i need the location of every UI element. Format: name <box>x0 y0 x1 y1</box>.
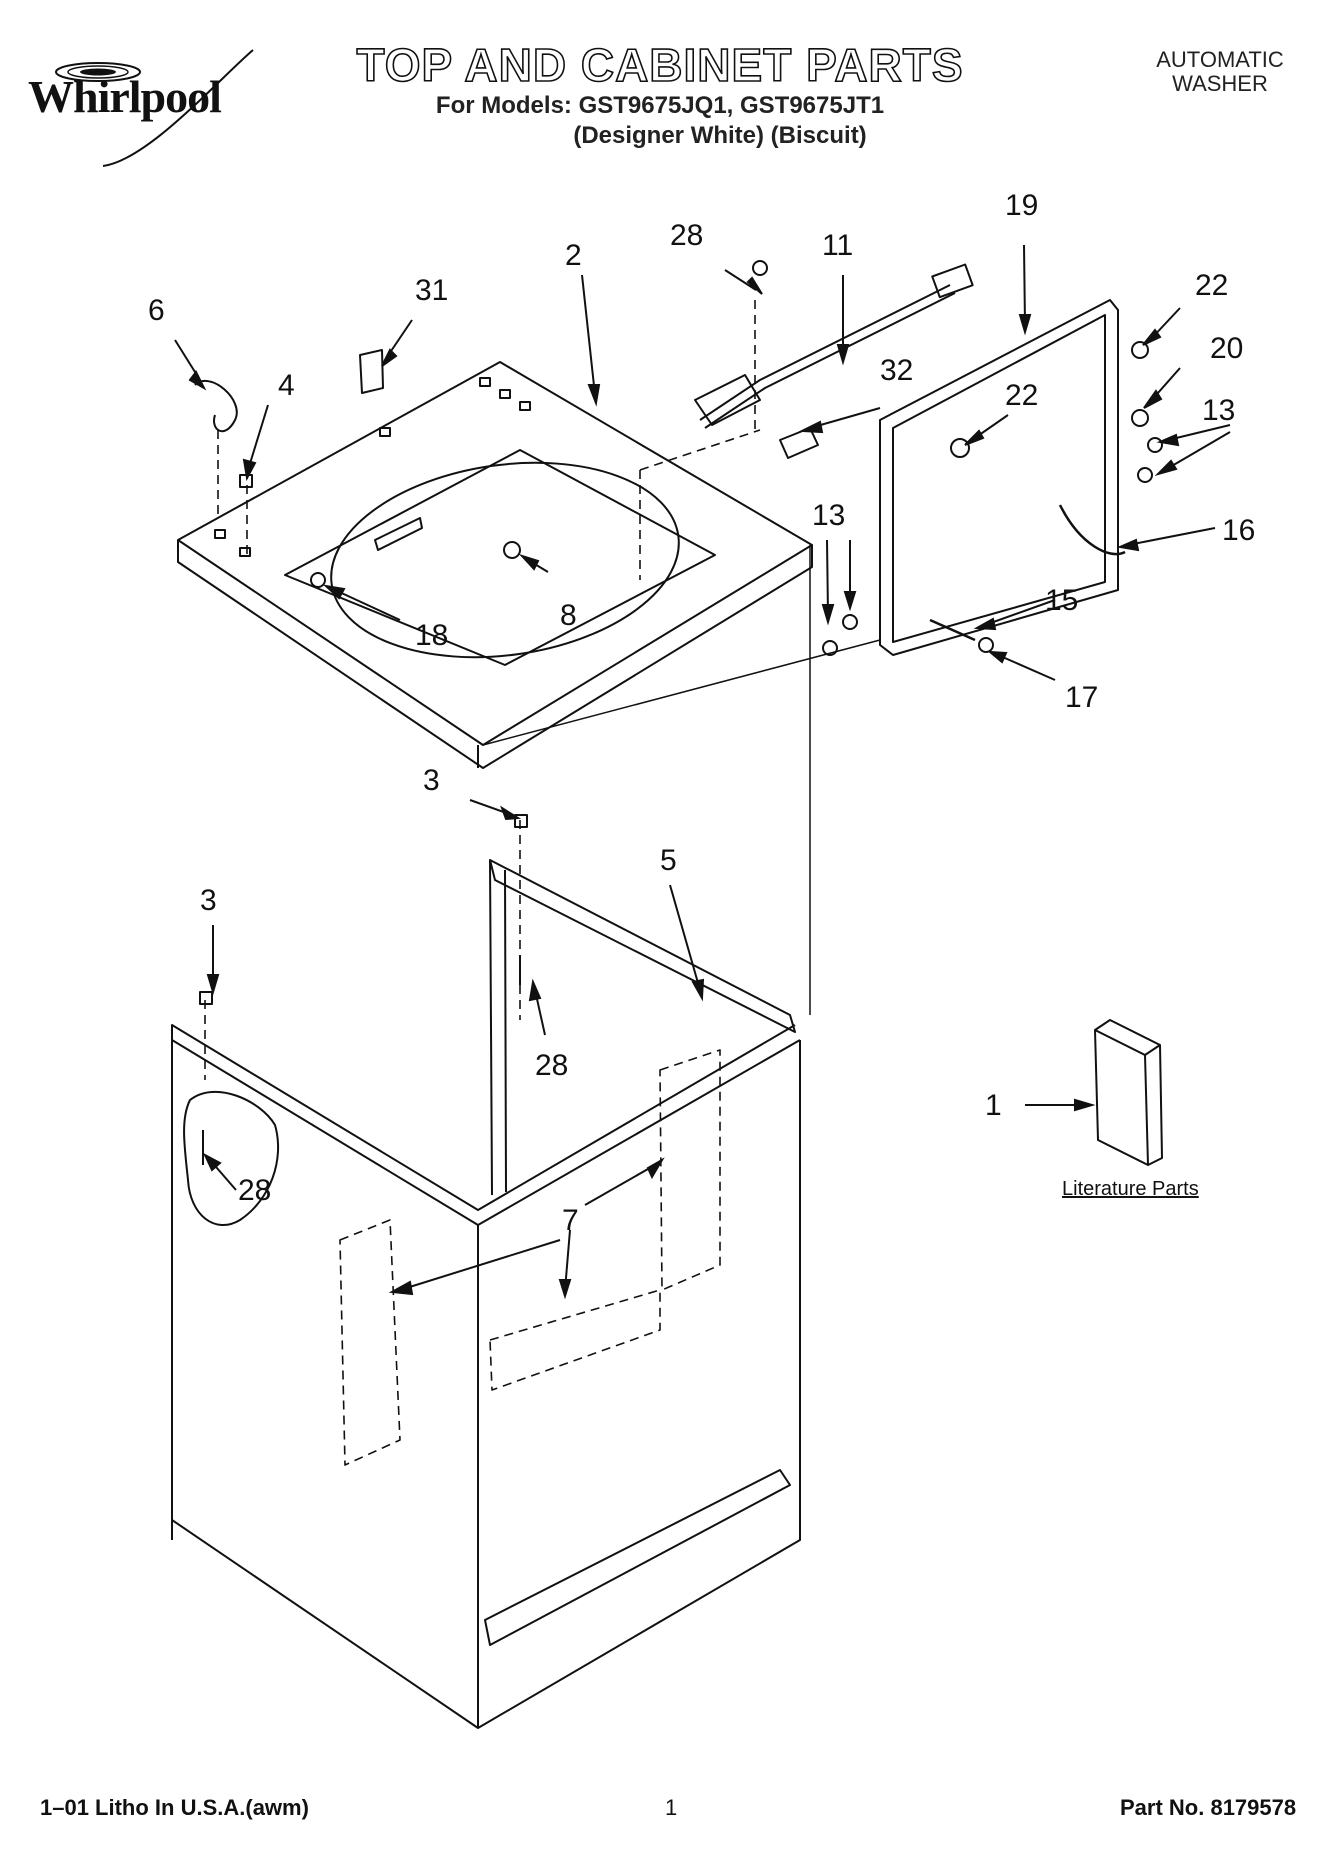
cutaway-view <box>183 1090 280 1226</box>
colors-line: (Designer White) (Biscuit) <box>573 122 867 149</box>
top-panel <box>177 361 813 769</box>
callout-19: 19 <box>1005 189 1038 222</box>
callout-4: 4 <box>278 369 295 402</box>
footer-litho: 1–01 Litho In U.S.A.(awm) <box>40 1795 309 1820</box>
callout-3b: 3 <box>200 884 217 917</box>
brand-logo: Whirlpool <box>28 71 222 122</box>
callout-18: 18 <box>415 619 448 652</box>
product-type: AUTOMATIC WASHER <box>1110 48 1330 96</box>
cabinet-frame <box>171 859 796 1211</box>
callout-31: 31 <box>415 274 448 307</box>
clip-6-shape <box>194 379 238 433</box>
callout-5: 5 <box>660 844 677 877</box>
whirlpool-logo-swoosh-icon <box>55 49 254 167</box>
cabinet <box>171 1039 801 1729</box>
wiring-harness <box>694 263 974 429</box>
callout-11: 11 <box>822 229 853 262</box>
clip-31-shape <box>359 349 384 394</box>
callout-28b: 28 <box>535 1049 568 1082</box>
callout-7: 7 <box>562 1204 579 1237</box>
callout-22a: 22 <box>1195 269 1228 302</box>
part-32-shape <box>779 427 819 459</box>
product-type-line1: AUTOMATIC <box>1156 47 1284 72</box>
callout-17: 17 <box>1065 681 1098 714</box>
literature-booklet-icon <box>1094 1019 1163 1166</box>
callout-1: 1 <box>985 1089 1002 1122</box>
callout-15: 15 <box>1045 584 1078 617</box>
models-line: For Models: GST9675JQ1, GST9675JT1 <box>435 92 885 119</box>
callout-16: 16 <box>1222 514 1255 547</box>
callout-13a: 13 <box>1202 394 1235 427</box>
callout-13b: 13 <box>812 499 845 532</box>
callout-3a: 3 <box>423 764 440 797</box>
callout-32: 32 <box>880 354 913 387</box>
product-type-line2: WASHER <box>1172 71 1268 96</box>
callout-6: 6 <box>148 294 165 327</box>
callout-20: 20 <box>1210 332 1243 365</box>
footer-page-number: 1 <box>665 1795 678 1820</box>
footer-part-number: Part No. 8179578 <box>1120 1795 1297 1820</box>
callout-28c: 28 <box>238 1174 271 1207</box>
callout-8: 8 <box>560 599 577 632</box>
callout-2: 2 <box>565 239 582 272</box>
callout-28a: 28 <box>670 219 703 252</box>
callout-22b: 22 <box>1005 379 1038 412</box>
literature-parts-label: Literature Parts <box>1062 1178 1199 1200</box>
page-title: TOP AND CABINET PARTS <box>356 38 964 92</box>
console-end-frame <box>879 299 1119 656</box>
